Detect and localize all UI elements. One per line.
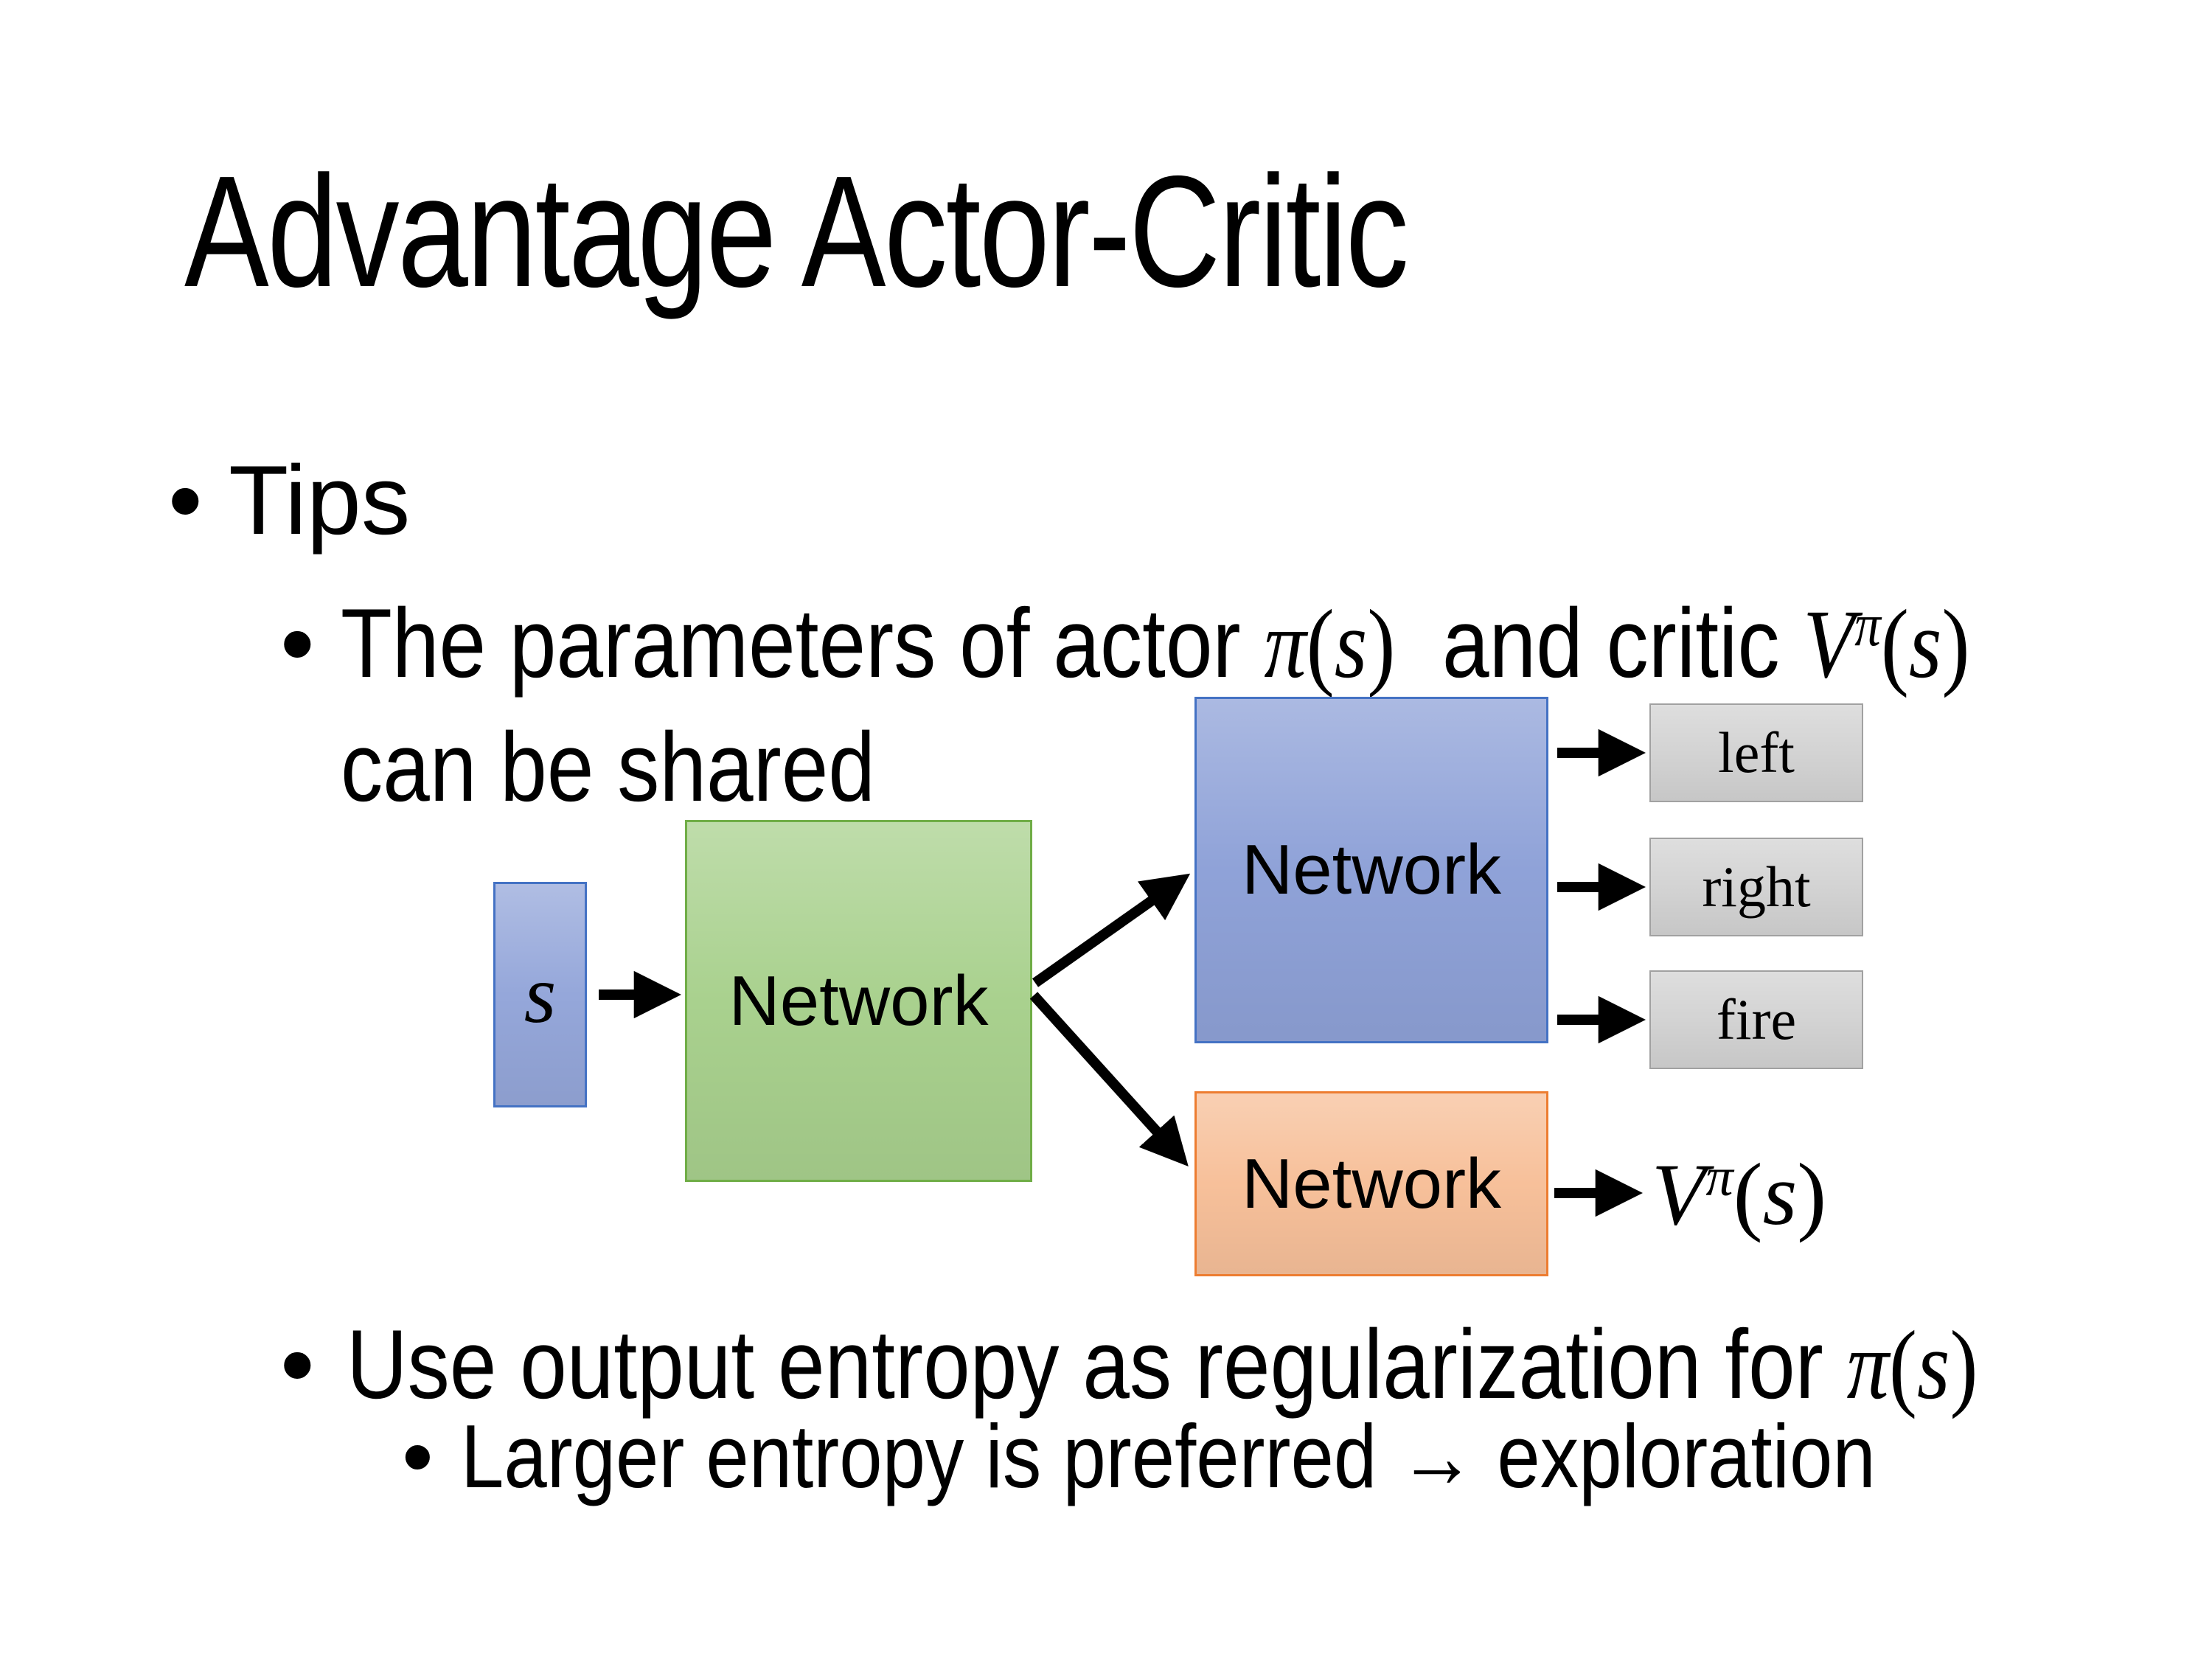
bullet-tips: Tips [229,446,411,555]
paren-open: ( [1888,1310,1917,1419]
page-title: Advantage Actor-Critic [184,142,1409,320]
critic-network-box: Network [1194,1091,1548,1276]
bullet-marker-level3: • [402,1406,434,1506]
bullet-marker-level2: • [280,589,315,698]
shared-network-label: Network [728,961,989,1040]
paren-close: ) [1950,1310,1978,1419]
paren-open: ( [1880,589,1909,698]
action-box-right: right [1649,838,1863,936]
action-label-fire: fire [1716,987,1797,1051]
parameters-mid-text: and critic [1395,589,1804,698]
arrow-shared-to-actor [1032,873,1191,987]
parameters-prefix-text: The parameters of actor [341,589,1265,698]
shared-network-box: Network [685,820,1032,1182]
action-box-fire: fire [1649,970,1863,1069]
state-label: s [524,949,557,1040]
paren-close: ) [1367,589,1396,698]
value-v-symbol: V [1652,1145,1706,1243]
pi-symbol: π [1846,1310,1889,1419]
state-input-box: s [493,882,587,1107]
arrow-shared-to-critic [1029,992,1189,1166]
critic-value-output: Vπ(s) [1652,1141,1826,1248]
pi-symbol: π [1264,589,1307,698]
s-symbol: s [1762,1145,1798,1243]
action-box-left: left [1649,703,1863,802]
actor-network-label: Network [1241,830,1502,909]
pi-superscript: π [1854,591,1881,659]
paren-open: ( [1306,589,1335,698]
bullet-marker-level1: • [168,446,203,555]
entropy-prefix-text: Use output entropy as regularization for [347,1310,1847,1419]
action-label-left: left [1718,720,1795,785]
bullet-exploration: Larger entropy is preferred → exploratio… [461,1406,1876,1506]
paren-close: ) [1797,1145,1827,1243]
s-symbol: s [1334,589,1368,698]
value-v-symbol: V [1803,589,1855,698]
bullet-entropy: Use output entropy as regularization for… [347,1307,1978,1425]
bullet-parameters-line2: can be shared [341,713,875,822]
paren-open: ( [1733,1145,1763,1243]
action-label-right: right [1702,855,1811,919]
bullet-marker-level2: • [280,1310,315,1419]
critic-network-label: Network [1241,1144,1502,1223]
pi-superscript: π [1705,1147,1733,1208]
s-symbol: s [1908,589,1942,698]
bullet-parameters-line1: The parameters of actor π(s) and critic … [341,585,1970,703]
actor-network-box: Network [1194,697,1548,1043]
paren-close: ) [1941,589,1970,698]
s-symbol: s [1916,1310,1950,1419]
